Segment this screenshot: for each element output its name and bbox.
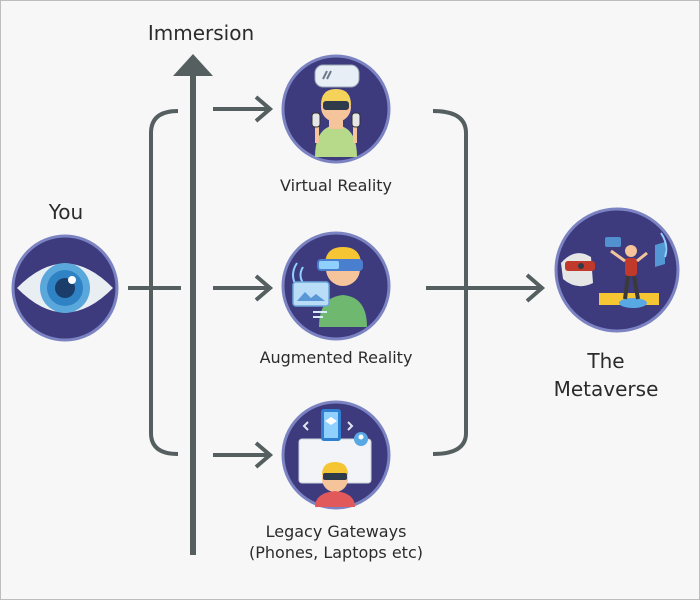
laptop-phone-person-icon <box>281 400 391 510</box>
vr-headset-person-icon <box>281 54 391 164</box>
augmented-reality-label: Augmented Reality <box>259 348 413 367</box>
immersion-axis <box>173 54 213 555</box>
legacy-gateways-title: Legacy Gateways <box>265 522 407 541</box>
ar-glasses-person-icon <box>281 231 391 341</box>
eye-icon <box>11 234 119 342</box>
arrow-to-vr <box>213 95 274 123</box>
arrow-to-legacy <box>213 441 274 469</box>
right-bracket <box>432 109 468 456</box>
metaverse-scene-icon <box>554 207 680 333</box>
you-label: You <box>48 200 84 224</box>
metaverse-label-line1: The <box>587 349 625 373</box>
legacy-gateways-subtitle: (Phones, Laptops etc) <box>249 543 423 562</box>
virtual-reality-label: Virtual Reality <box>279 176 393 195</box>
metaverse-label-line2: Metaverse <box>553 377 659 401</box>
arrow-to-ar <box>213 274 274 302</box>
legacy-gateways-label: Legacy Gateways (Phones, Laptops etc) <box>216 521 456 563</box>
arrow-to-metaverse <box>426 273 546 303</box>
left-bracket <box>149 109 179 456</box>
metaverse-label: The Metaverse <box>536 347 676 403</box>
immersion-axis-label: Immersion <box>147 21 255 45</box>
